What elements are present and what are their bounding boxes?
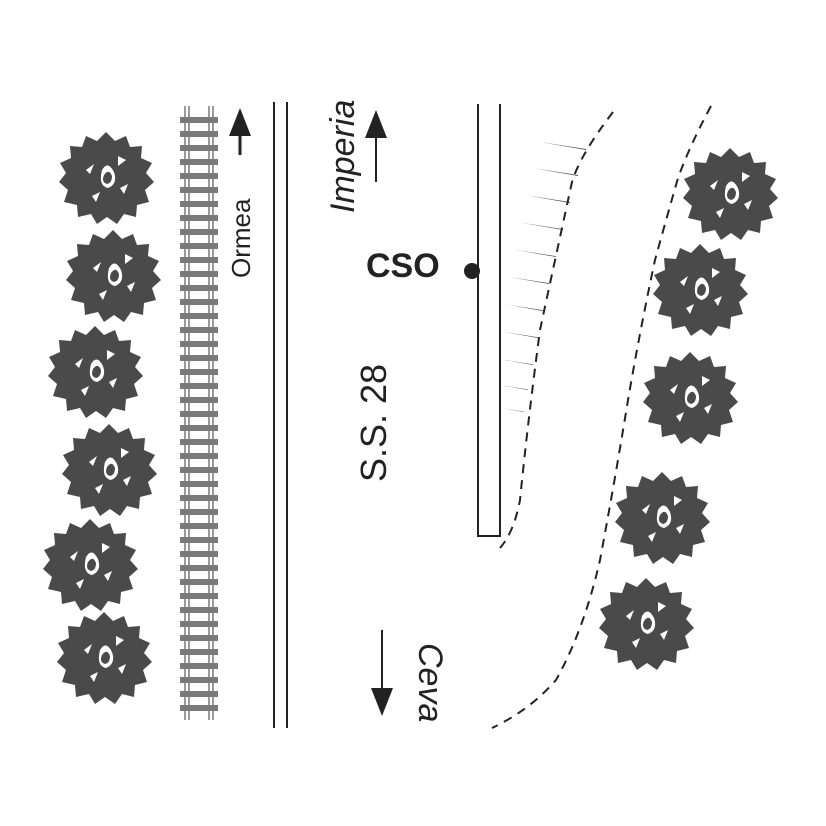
railway-track [180, 106, 218, 720]
railway-sleeper [180, 145, 218, 151]
railway-sleeper [180, 439, 218, 445]
trees-left [43, 132, 161, 704]
railway-sleeper [180, 453, 218, 459]
station-dot-icon [464, 263, 480, 279]
railway-sleeper [180, 593, 218, 599]
railway-sleeper [180, 159, 218, 165]
embankment-hachures [501, 142, 586, 412]
railway-sleeper [180, 551, 218, 557]
railway-sleeper [180, 495, 218, 501]
railway-sleeper [180, 663, 218, 669]
trees-right [599, 148, 778, 670]
railway-sleeper [180, 299, 218, 305]
tree-icon [48, 326, 143, 418]
railway-sleeper [180, 537, 218, 543]
hachure-mark [501, 408, 524, 412]
railway-sleeper [180, 411, 218, 417]
ormea-label: Ormea [226, 198, 256, 278]
railway-sleeper [180, 355, 218, 361]
dashed-boundaries [491, 105, 712, 729]
railway-sleeper [180, 383, 218, 389]
tree-icon [615, 472, 710, 564]
tree-icon [599, 578, 694, 670]
railway-sleeper [180, 649, 218, 655]
railway-sleeper [180, 607, 218, 613]
railway-sleeper [180, 313, 218, 319]
tree-icon [57, 612, 152, 704]
railway-sleeper [180, 369, 218, 375]
imperia-label: Imperia [324, 100, 362, 213]
hachure-mark [509, 277, 549, 284]
tree-icon [643, 352, 738, 444]
tree-icon [66, 230, 161, 322]
railway-sleeper [180, 285, 218, 291]
arrow-up-icon [229, 108, 251, 136]
railway-sleeper [180, 215, 218, 221]
railway-sleeper [180, 201, 218, 207]
hachure-mark [501, 385, 528, 390]
tree-icon [653, 244, 748, 336]
tree-icon [62, 424, 157, 516]
railway-sleeper [180, 229, 218, 235]
railway-sleeper [180, 579, 218, 585]
railway-sleeper [180, 243, 218, 249]
railway-sleeper [180, 327, 218, 333]
hachure-mark [526, 195, 570, 203]
railway-sleeper [180, 509, 218, 515]
hachure-mark [503, 331, 538, 338]
railway-sleeper [180, 677, 218, 683]
road-left-edge [273, 102, 288, 728]
station-marker: CSO [366, 247, 480, 285]
imperia-direction: Imperia [324, 100, 387, 213]
ceva-direction: Ceva [371, 630, 449, 722]
tree-icon [683, 148, 778, 240]
railway-sleeper [180, 341, 218, 347]
arrow-up-icon [365, 110, 387, 138]
railway-sleeper [180, 257, 218, 263]
ceva-label: Ceva [411, 643, 449, 722]
hachure-mark [501, 359, 533, 365]
railway-sleepers [180, 117, 218, 711]
railway-sleeper [180, 565, 218, 571]
tree-icon [59, 132, 154, 224]
hachure-mark [505, 304, 543, 311]
railway-sleeper [180, 705, 218, 711]
railway-sleeper [180, 271, 218, 277]
arrow-down-icon [371, 688, 393, 716]
railway-sleeper [180, 397, 218, 403]
hachure-mark [532, 168, 578, 176]
railway-sleeper [180, 621, 218, 627]
station-label: CSO [366, 247, 440, 285]
railway-sleeper [180, 187, 218, 193]
railway-sleeper [180, 131, 218, 137]
hachure-mark [520, 222, 563, 230]
railway-sleeper [180, 467, 218, 473]
railway-sleeper [180, 425, 218, 431]
road-label: S.S. 28 [353, 364, 394, 482]
tree-icon [43, 519, 138, 611]
railway-sleeper [180, 481, 218, 487]
railway-sleeper [180, 523, 218, 529]
railway-sleeper [180, 117, 218, 123]
railway-sleeper [180, 173, 218, 179]
hachure-mark [540, 142, 586, 150]
railway-sleeper [180, 635, 218, 641]
road-right-edge [477, 104, 501, 537]
railway-sleeper [180, 691, 218, 697]
ormea-direction: Ormea [226, 108, 256, 278]
hachure-mark [514, 249, 556, 257]
